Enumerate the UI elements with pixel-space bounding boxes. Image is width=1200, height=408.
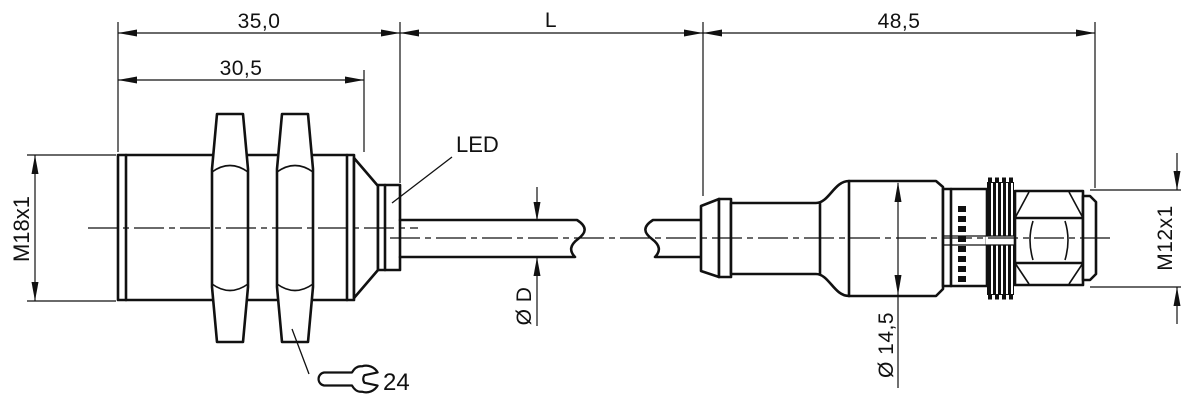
hex-end-facet-lines xyxy=(1013,216,1085,265)
arrowhead-up xyxy=(894,182,902,202)
dim-connector-thread-label: M12x1 xyxy=(1154,205,1177,271)
arrowhead-down xyxy=(1173,171,1181,190)
arrowhead-right xyxy=(1076,29,1095,37)
dim-thread-length: 30,5 xyxy=(118,57,364,84)
arrowhead-right xyxy=(684,29,703,37)
dim-cable-length-label: L xyxy=(545,9,557,32)
dim-body-thread-m18: M18x1 xyxy=(9,154,116,302)
dim-overall-length: 35,0 xyxy=(118,10,400,37)
arrowhead-right xyxy=(381,29,400,37)
dim-connector-length-label: 48,5 xyxy=(878,10,921,33)
arrowhead-up xyxy=(1173,287,1181,306)
dim-thread-length-label: 30,5 xyxy=(220,57,263,80)
cable-outline xyxy=(644,218,703,259)
wrench-leader-line xyxy=(291,328,310,375)
arrowhead-up xyxy=(533,257,541,276)
hex-nut-facet-arcs xyxy=(211,164,249,292)
arrowhead-left xyxy=(118,76,137,84)
hex-nut-facet-arcs xyxy=(276,164,314,292)
knurl-teeth-column xyxy=(958,206,966,282)
dim-connector-diameter: Ø 14,5 xyxy=(875,182,902,388)
led-leader-line xyxy=(391,156,453,204)
connector-sleeve-and-barrel xyxy=(729,179,945,298)
dim-connector-diameter-label: Ø 14,5 xyxy=(875,312,898,378)
arrowhead-down xyxy=(31,282,39,301)
arrowhead-right xyxy=(345,76,364,84)
led-callout: LED xyxy=(391,132,499,204)
cable-outline xyxy=(398,218,586,259)
cable-right-segment xyxy=(644,218,703,259)
dim-connector-thread-m12: M12x1 xyxy=(1090,153,1181,324)
wrench-size-label: 24 xyxy=(383,369,410,396)
dim-cable-length: L xyxy=(400,9,703,37)
arrowhead-left xyxy=(703,29,722,37)
cable-left-segment xyxy=(398,218,586,259)
wrench-callout: 24 xyxy=(291,328,410,396)
arrowhead-down xyxy=(533,202,541,221)
arrowhead-down xyxy=(894,275,902,295)
arrowhead-left xyxy=(400,29,419,37)
arrowhead-left xyxy=(118,29,137,37)
hex-end-chamfers xyxy=(1014,191,1084,285)
dim-overall-length-label: 35,0 xyxy=(238,10,281,33)
dim-body-thread-label: M18x1 xyxy=(9,196,34,262)
arrowhead-up xyxy=(31,155,39,174)
dim-cable-diameter: Ø D xyxy=(513,187,541,326)
wrench-icon xyxy=(317,364,379,394)
top-extension-lines xyxy=(117,22,1096,196)
dim-connector-length: 48,5 xyxy=(703,10,1095,37)
dim-cable-diameter-label: Ø D xyxy=(513,287,536,326)
led-label: LED xyxy=(456,132,499,157)
hex-end-facet-arcs xyxy=(1029,220,1069,261)
